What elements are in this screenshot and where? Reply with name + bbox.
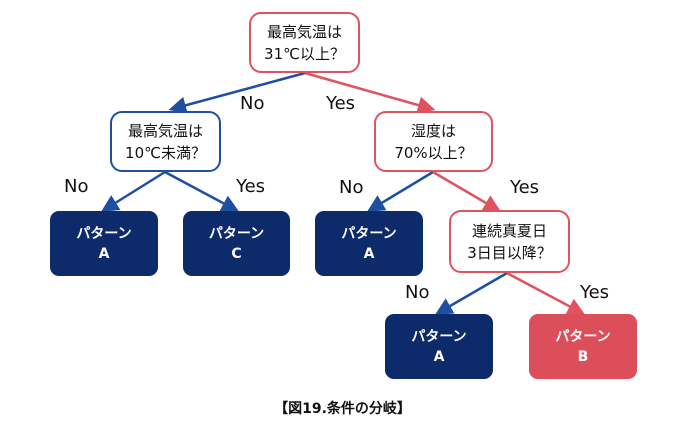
result-pattern-a: パターン A: [50, 211, 158, 276]
edge-q1-yes: [304, 71, 436, 114]
question-consecutive-hot-days: 連続真夏日 3日目以降？: [449, 210, 570, 273]
edge-q3-yes: [432, 170, 502, 212]
figure-caption: 【図19.条件の分岐】: [274, 401, 411, 417]
edge-label-yes: Yes: [326, 93, 356, 114]
edge-label-yes: Yes: [510, 177, 540, 198]
question-max-temp-10: 最高気温は 10℃未満？: [110, 111, 221, 172]
edge-q4-yes: [506, 271, 586, 315]
question-line: 10℃未満？: [125, 143, 206, 162]
question-line: 最高気温は: [266, 22, 342, 41]
edge-label-no: No: [240, 93, 265, 114]
edge-label-yes: Yes: [236, 176, 266, 197]
question-line: 連続真夏日: [471, 221, 547, 240]
result-label: パターン: [208, 225, 265, 242]
question-line: 31℃以上？: [264, 44, 345, 63]
result-letter: A: [433, 348, 445, 365]
result-label: パターン: [555, 328, 611, 345]
edge-q2-yes: [164, 170, 240, 212]
result-pattern-c: パターン C: [183, 211, 290, 276]
edge-q1-no: [168, 71, 306, 114]
question-max-temp-31: 最高気温は 31℃以上？: [249, 12, 360, 73]
question-line: 70%以上？: [394, 143, 473, 162]
question-line: 湿度は: [410, 121, 456, 140]
question-line: 3日目以降？: [467, 243, 552, 262]
edge-label-no: No: [64, 176, 89, 197]
result-letter: C: [231, 245, 242, 262]
question-line: 最高気温は: [127, 121, 203, 140]
result-letter: B: [577, 348, 589, 365]
result-letter: A: [363, 245, 375, 262]
result-letter: A: [98, 245, 110, 262]
result-pattern-a: パターン A: [315, 211, 423, 276]
edge-label-no: No: [405, 282, 430, 303]
result-label: パターン: [341, 225, 397, 242]
result-label: パターン: [411, 328, 467, 345]
edge-label-no: No: [339, 177, 364, 198]
edge-q4-no: [434, 271, 508, 315]
edge-q2-no: [101, 170, 166, 212]
result-pattern-a: パターン A: [385, 314, 493, 379]
question-humidity-70: 湿度は 70%以上？: [374, 111, 493, 172]
edge-label-yes: Yes: [580, 282, 610, 303]
edge-q3-no: [367, 170, 434, 212]
result-label: パターン: [76, 225, 132, 242]
result-pattern-b: パターン B: [529, 314, 637, 379]
